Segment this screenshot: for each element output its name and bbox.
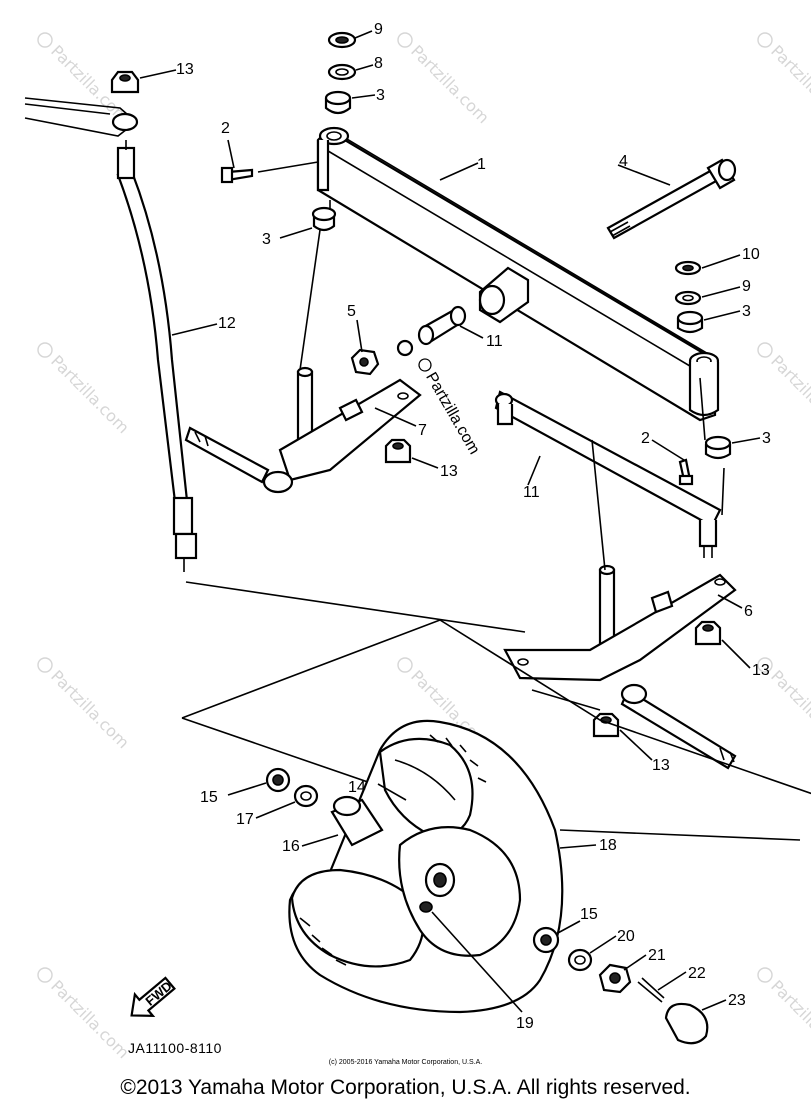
axle-nut-21 [598, 963, 632, 994]
callout-23: 23 [728, 992, 746, 1009]
callout-17: 17 [236, 811, 254, 828]
watermark-text: Partzilla.com [47, 351, 133, 437]
left-knuckle [184, 366, 422, 494]
watermark-text: Partzilla.com [47, 976, 133, 1062]
callout-18: 18 [599, 837, 617, 854]
bushing-10 [417, 305, 467, 346]
nut-13-left [384, 438, 412, 464]
right-lower-bushing [704, 435, 732, 460]
spacer-16 [330, 795, 384, 847]
pitman-arm [24, 70, 140, 137]
collar-17 [293, 784, 319, 808]
forward-arrow-icon: FWD [130, 976, 176, 1018]
callout-3: 3 [742, 303, 751, 320]
bearing-15-left [265, 767, 291, 793]
right-bushing-stack [674, 260, 704, 334]
bearing-15-right [532, 926, 560, 954]
callout-9: 10 [742, 246, 760, 263]
callout-3: 3 [762, 430, 771, 447]
washer-10 [396, 339, 414, 357]
callout-7: 7 [418, 422, 427, 439]
watermark-text: Partzilla.com [407, 41, 493, 127]
callout-9: 9 [374, 21, 383, 38]
callout-20: 20 [617, 928, 635, 945]
callout-4: 4 [619, 153, 628, 170]
callout-10: 11 [486, 333, 503, 350]
grease-fitting-left [220, 166, 254, 184]
callout-12: 12 [218, 315, 236, 332]
callout-6: 6 [744, 603, 753, 620]
diagram-code: JA11100-8110 [128, 1040, 222, 1056]
callout-1: 1 [477, 156, 486, 173]
top-bushing-stack [324, 31, 357, 115]
drag-link [116, 140, 198, 572]
pivot-bolt [606, 158, 737, 240]
watermark-text: Partzilla.com [767, 976, 811, 1062]
callout-11: 11 [523, 484, 540, 501]
right-knuckle [503, 564, 737, 770]
callout-15: 15 [200, 789, 218, 806]
callout-5: 5 [347, 303, 356, 320]
leader-lines [139, 30, 761, 1013]
callout-19: 19 [516, 1015, 534, 1032]
callout-3: 3 [262, 231, 271, 248]
watermark-text: Partzilla.com [767, 666, 811, 752]
washer-20 [567, 948, 593, 972]
front-axle-beam [316, 126, 720, 422]
callout-13: 13 [176, 61, 194, 78]
callout-8: 8 [374, 55, 383, 72]
nut-13-right [694, 620, 722, 646]
wheel-tire [288, 719, 564, 1014]
watermark-text: Partzilla.com [47, 666, 133, 752]
callout-2: 2 [641, 430, 650, 447]
center-watermark: Partzilla.com [418, 358, 483, 458]
callout-13: 13 [652, 757, 670, 774]
callout-16: 16 [282, 838, 300, 855]
tie-rod [494, 390, 722, 558]
callout-15: 15 [580, 906, 598, 923]
callout-2: 2 [221, 120, 230, 137]
svg-text:Partzilla.com: Partzilla.com [422, 370, 483, 458]
cotter-pin-22 [637, 977, 665, 1003]
small-copyright: (c) 2005-2016 Yamaha Motor Corporation, … [328, 1059, 483, 1066]
callout-22: 22 [688, 965, 706, 982]
callout-8: 9 [742, 278, 751, 295]
callout-21: 21 [648, 947, 666, 964]
watermark-text: Partzilla.com [767, 41, 811, 127]
callout-labels: 9 8 3 13 2 1 4 3 10 9 3 12 5 11 7 2 3 13… [176, 21, 771, 1032]
callout-3: 3 [376, 87, 385, 104]
nut-5 [350, 348, 380, 376]
grease-fitting-right [678, 458, 694, 486]
callout-14: 14 [348, 779, 366, 796]
copyright-footer: ©2013 Yamaha Motor Corporation, U.S.A. A… [120, 1076, 691, 1099]
left-lower-bushing [311, 206, 337, 232]
watermark-text: Partzilla.com [767, 351, 811, 437]
callout-13: 13 [752, 662, 770, 679]
callout-13: 13 [440, 463, 458, 480]
hub-cap-23 [664, 1002, 709, 1045]
